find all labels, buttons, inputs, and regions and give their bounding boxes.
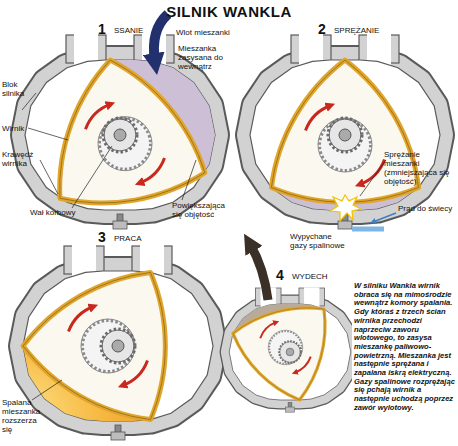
panel-number: 2 [318, 22, 326, 37]
panel-number: 3 [98, 230, 106, 245]
panel-heading: SPRĘŻANIE [334, 26, 379, 35]
engine-housing [23, 245, 213, 440]
rotor [233, 308, 325, 400]
exhaust-panel [200, 200, 352, 412]
part-label: Prąd do świecy [398, 204, 456, 213]
rotor-gear [86, 104, 165, 183]
panel-number: 1 [98, 22, 106, 37]
part-label: Wał korbowy [30, 208, 76, 217]
panel-heading: SSANIE [114, 26, 143, 35]
crank-assembly [328, 118, 362, 152]
power-panel [0, 245, 236, 446]
intake-arrow [154, 14, 168, 62]
panel-heading: PRACA [114, 234, 142, 243]
rotor-edge [23, 272, 165, 419]
leader-line [32, 380, 62, 400]
diagram-title: SILNIK WANKLA [0, 3, 458, 20]
crank-assembly [103, 118, 137, 152]
exhaust-panel-clip [200, 200, 352, 412]
leader-line [182, 160, 196, 200]
rotor [60, 60, 205, 203]
rotor-gear [260, 322, 311, 373]
part-label: Sprężanie mieszanki (zmniejszająca się o… [384, 150, 456, 186]
panel-heading: WYDECH [292, 272, 328, 281]
caption-text: W silniku Wankla wirnik obraca się na mi… [354, 282, 457, 413]
rotor-edge [233, 308, 325, 400]
engine-housing [250, 34, 440, 229]
part-label: Krawędź wirnika [2, 150, 42, 168]
rotor-gear [306, 106, 385, 185]
part-label: Blok silnika [2, 80, 38, 98]
crank-assembly [279, 341, 301, 363]
current-arrow [373, 213, 396, 222]
part-label: Spalana mieszanka rozszerza się [2, 398, 48, 434]
leader-line [360, 160, 386, 196]
rotor-edge [60, 60, 205, 203]
leader-lines [22, 93, 386, 400]
part-label: Powiększająca się objętość [172, 201, 234, 219]
part-label: Wypychane gazy spalinowe [290, 232, 348, 250]
part-label: Mieszanka zasysana do wewnątrz [178, 44, 230, 71]
rotor [23, 272, 165, 419]
spark-cable [352, 227, 384, 232]
panel-number: 4 [276, 268, 284, 283]
part-label: Wlot mieszanki [176, 28, 236, 37]
exhaust-arrow [250, 244, 268, 300]
leader-line [40, 160, 58, 194]
spark-flash [330, 195, 361, 221]
part-label: Wirnik [2, 124, 24, 133]
rotor-gear [69, 307, 148, 386]
leader-line [72, 146, 112, 208]
leader-line [28, 128, 68, 140]
crank-assembly [101, 329, 135, 363]
